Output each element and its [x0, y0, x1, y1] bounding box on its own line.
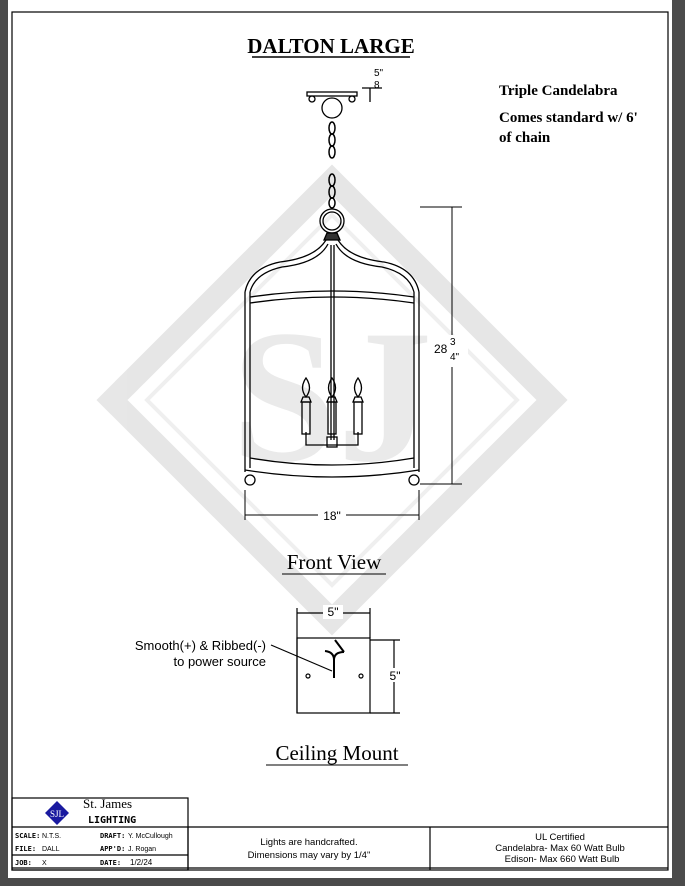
scale-label: SCALE:: [15, 832, 40, 840]
mount-width-dim: 5": [328, 605, 339, 619]
drawing-title: DALTON LARGE: [247, 34, 414, 58]
company-sub: LIGHTING: [88, 815, 136, 826]
canopy-dim-den: 8: [374, 80, 380, 91]
appd-value: J. Rogan: [128, 846, 156, 853]
date-label: DATE:: [100, 859, 121, 867]
candelabra-rating: Candelabra- Max 60 Watt Bulb: [495, 843, 625, 854]
height-dim-whole: 28: [434, 342, 448, 356]
mount-height-dim: 5": [390, 669, 401, 683]
appd-label: APP'D:: [100, 845, 125, 853]
company-logo-icon: SJL: [45, 801, 69, 825]
height-dim-num: 3: [450, 337, 456, 348]
draft-value: Y. McCullough: [128, 833, 173, 840]
logo-mark: SJL: [50, 809, 64, 819]
draft-label: DRAFT:: [100, 832, 125, 840]
height-dim-den: 4": [450, 352, 460, 363]
date-value: 1/2/24: [130, 858, 153, 867]
job-label: JOB:: [15, 859, 32, 867]
ul-certified: UL Certified: [535, 832, 585, 843]
canopy-dim-num: 5": [374, 68, 384, 79]
file-value: DALL: [42, 846, 60, 853]
scale-value: N.T.S.: [42, 833, 61, 840]
note-line-1: Triple Candelabra: [499, 83, 618, 99]
dimension-variance-note: Dimensions may vary by 1/4": [248, 850, 371, 861]
note-line-2: Comes standard w/ 6': [499, 110, 638, 126]
drawing-frame: [11, 11, 669, 871]
width-dim: 18": [323, 509, 341, 523]
chain: [328, 121, 336, 209]
title-block: [11, 797, 668, 871]
ceiling-mount-label: Ceiling Mount: [275, 741, 398, 765]
job-value: X: [42, 860, 47, 867]
mount-note-line-1: Smooth(+) & Ribbed(-): [135, 638, 266, 653]
handcrafted-note: Lights are handcrafted.: [260, 837, 357, 848]
lantern-front: [244, 208, 420, 486]
edison-rating: Edison- Max 660 Watt Bulb: [505, 854, 620, 865]
file-label: FILE:: [15, 845, 36, 853]
mount-note-line-2: to power source: [174, 654, 267, 669]
company-name: St. James: [83, 796, 132, 811]
canopy: [306, 87, 382, 119]
front-view-label: Front View: [287, 550, 382, 574]
drawing-page: [8, 0, 672, 878]
note-line-3: of chain: [499, 130, 551, 146]
